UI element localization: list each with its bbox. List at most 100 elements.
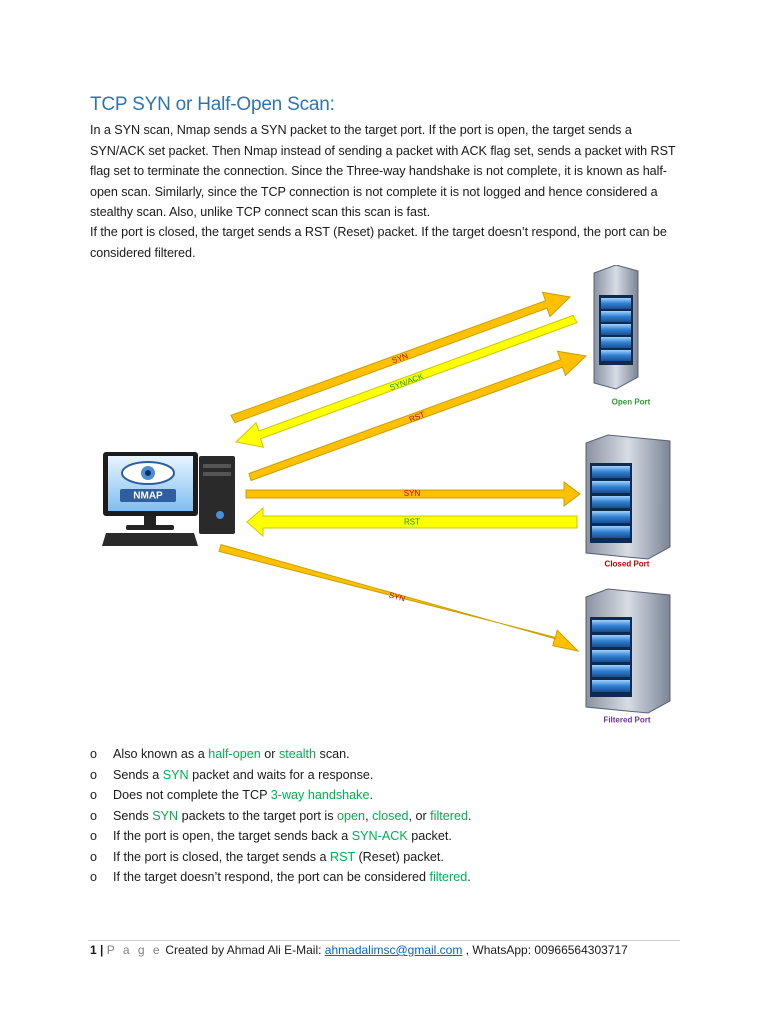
syn-scan-diagram: SYN SYN/ACK RST SYN RST SYN xyxy=(102,265,671,725)
server-drive xyxy=(592,526,630,538)
bullet-item: o If the port is closed, the target sends… xyxy=(90,847,710,868)
bullet-item: o Sends a SYN packet and waits for a resp… xyxy=(90,765,710,786)
bullet-item: o If the target doesn’t respond, the port… xyxy=(90,867,710,888)
filtered-port-label: Filtered Port xyxy=(603,716,650,725)
bullet-text: packet. xyxy=(407,829,452,843)
server-drive xyxy=(592,511,630,523)
monitor-base xyxy=(126,525,174,530)
arrow-closed-rst: RST xyxy=(246,506,578,538)
bullet-text: Also known as a xyxy=(113,747,209,761)
server-drive xyxy=(601,350,631,361)
monitor-stand xyxy=(144,516,156,526)
arrow-open-syn-ack: SYN/ACK xyxy=(234,314,578,448)
arrow-label: SYN/ACK xyxy=(388,372,425,393)
bullet-text: . xyxy=(467,870,471,884)
bullet-text: Does not complete the TCP xyxy=(113,788,271,802)
tower-drive-bay xyxy=(203,472,231,476)
arrow-shape xyxy=(248,350,588,482)
arrow-shape xyxy=(218,543,580,652)
bullet-text: Sends a xyxy=(113,767,163,782)
server-drive xyxy=(592,620,630,632)
highlighted-term: 3-way handshake xyxy=(270,788,370,802)
page-footer: 1 | P a g e Created by Ahmad Ali E-Mail:… xyxy=(90,943,710,957)
bullet-text: or xyxy=(260,747,279,761)
nmap-eye-icon xyxy=(121,461,175,485)
power-button-icon xyxy=(216,511,224,519)
intro-paragraph: In a SYN scan, Nmap sends a SYN packet t… xyxy=(90,123,676,219)
nmap-computer: NMAP xyxy=(102,452,235,546)
arrow-shape xyxy=(234,314,578,448)
server-filtered-port: Filtered Port xyxy=(585,588,671,725)
tower-drive-bay xyxy=(203,464,231,468)
highlighted-term: SYN xyxy=(152,808,179,823)
footer-separator: | xyxy=(100,943,104,957)
server-drive xyxy=(601,324,631,335)
footer-whatsapp: , WhatsApp: 00966564303717 xyxy=(462,943,628,957)
server-drive xyxy=(592,650,630,662)
server-drive xyxy=(592,496,630,508)
arrow-filtered-syn: SYN xyxy=(218,543,580,652)
server-drive xyxy=(592,665,630,677)
highlighted-term: SYN xyxy=(162,767,189,782)
arrow-label: SYN xyxy=(388,591,406,604)
bullet-text: . xyxy=(467,808,472,823)
arrow-open-rst: RST xyxy=(248,350,588,482)
server-drive xyxy=(592,635,630,647)
open-port-label: Open Port xyxy=(612,398,651,407)
bullet-item: o Does not complete the TCP 3-way handsha… xyxy=(90,785,710,806)
arrow-label: SYN xyxy=(404,489,421,498)
arrow-shape xyxy=(246,506,578,538)
nmap-logo-banner xyxy=(120,489,176,502)
bullet-item: o Sends SYN packets to the target port is… xyxy=(90,806,710,827)
highlighted-term: stealth xyxy=(278,747,317,761)
bullet-text: . xyxy=(369,788,373,802)
highlighted-term: closed xyxy=(372,808,409,823)
page-title: TCP SYN or Half-Open Scan: xyxy=(90,94,335,115)
bullet-text: If the target doesn’t respond, the port … xyxy=(113,870,430,884)
server-drive xyxy=(601,337,631,348)
bullet-item: o If the port is open, the target sends b… xyxy=(90,826,710,847)
bullet-text: If the port is closed, the target sends … xyxy=(113,849,331,864)
server-open-port: Open Port xyxy=(593,265,651,407)
page-word: P a g e xyxy=(106,943,163,957)
bullet-marker: o xyxy=(90,788,98,802)
bullet-marker: o xyxy=(90,870,98,884)
server-drive xyxy=(592,481,630,493)
arrow-label: RST xyxy=(408,410,426,424)
server-drive xyxy=(592,680,630,692)
closed-port-label: Closed Port xyxy=(605,560,650,569)
bullet-marker: o xyxy=(90,747,98,761)
bullet-text: packets to the target port is xyxy=(178,808,338,823)
footer-credit: Created by Ahmad Ali E-Mail: xyxy=(165,943,325,957)
bullet-text: (Reset) packet. xyxy=(354,849,444,864)
page-number: 1 xyxy=(90,943,97,957)
keyboard xyxy=(102,533,198,546)
bullet-text: packet and waits for a response. xyxy=(188,767,374,782)
arrow-open-syn: SYN xyxy=(230,291,572,424)
nmap-logo-text: NMAP xyxy=(133,491,163,502)
arrow-label: RST xyxy=(404,518,420,527)
email-link[interactable]: ahmadalimsc@gmail.com xyxy=(324,943,463,957)
server-drive xyxy=(601,298,631,309)
server-drive xyxy=(601,311,631,322)
bullet-marker: o xyxy=(90,829,98,843)
arrow-label: SYN xyxy=(391,351,410,365)
packet-arrows: SYN SYN/ACK RST SYN RST SYN xyxy=(218,291,588,652)
server-drive xyxy=(592,466,630,478)
highlighted-term: open xyxy=(337,808,366,823)
bullet-text: , xyxy=(365,808,373,823)
bullet-text: If the port is open, the target sends ba… xyxy=(113,829,352,843)
highlighted-term: SYN-ACK xyxy=(351,829,408,843)
bullet-text: , or xyxy=(408,808,431,823)
bullet-marker: o xyxy=(90,808,98,823)
server-closed-port: Closed Port xyxy=(585,434,671,569)
footer-divider xyxy=(88,940,680,941)
bullet-marker: o xyxy=(90,767,98,782)
arrow-shape xyxy=(230,291,572,424)
bullet-text: Sends xyxy=(113,808,153,823)
highlighted-term: filtered xyxy=(429,870,468,884)
arrow-shape xyxy=(245,481,581,507)
bullet-marker: o xyxy=(90,849,98,864)
